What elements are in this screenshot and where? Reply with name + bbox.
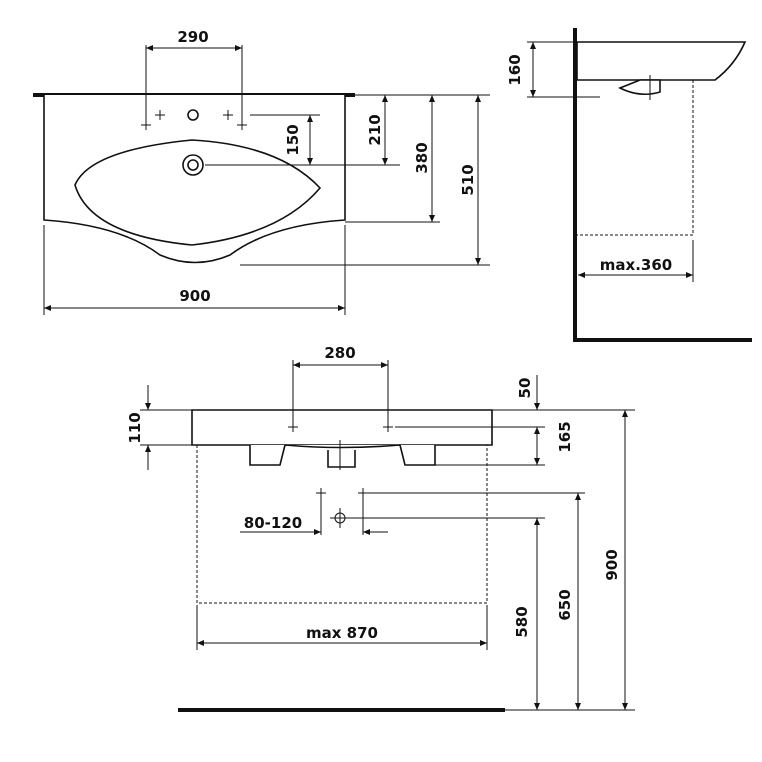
dim-50: 50 <box>516 378 534 399</box>
dim-165: 165 <box>556 421 574 452</box>
dim-210: 210 <box>366 114 384 145</box>
side-view: 160 max.360 <box>506 28 752 342</box>
dim-max-360: max.360 <box>600 256 672 274</box>
dim-110: 110 <box>126 412 144 443</box>
dim-280: 280 <box>324 344 355 362</box>
dim-900-height: 900 <box>603 549 621 580</box>
tap-hole-icon <box>187 109 199 121</box>
top-view: 290 150 210 380 510 900 <box>33 28 490 315</box>
dim-150: 150 <box>284 124 302 155</box>
dim-80-120: 80-120 <box>244 514 302 532</box>
dim-580: 580 <box>513 606 531 637</box>
dim-650: 650 <box>556 589 574 620</box>
dim-900-width: 900 <box>179 287 210 305</box>
front-view: 280 50 110 165 80-120 max 870 580 650 90… <box>126 344 635 712</box>
dim-160: 160 <box>506 54 524 85</box>
dim-510: 510 <box>459 164 477 195</box>
dim-380: 380 <box>413 142 431 173</box>
bowl-outline <box>74 139 322 246</box>
dim-max-870: max 870 <box>306 624 378 642</box>
dim-290: 290 <box>177 28 208 46</box>
